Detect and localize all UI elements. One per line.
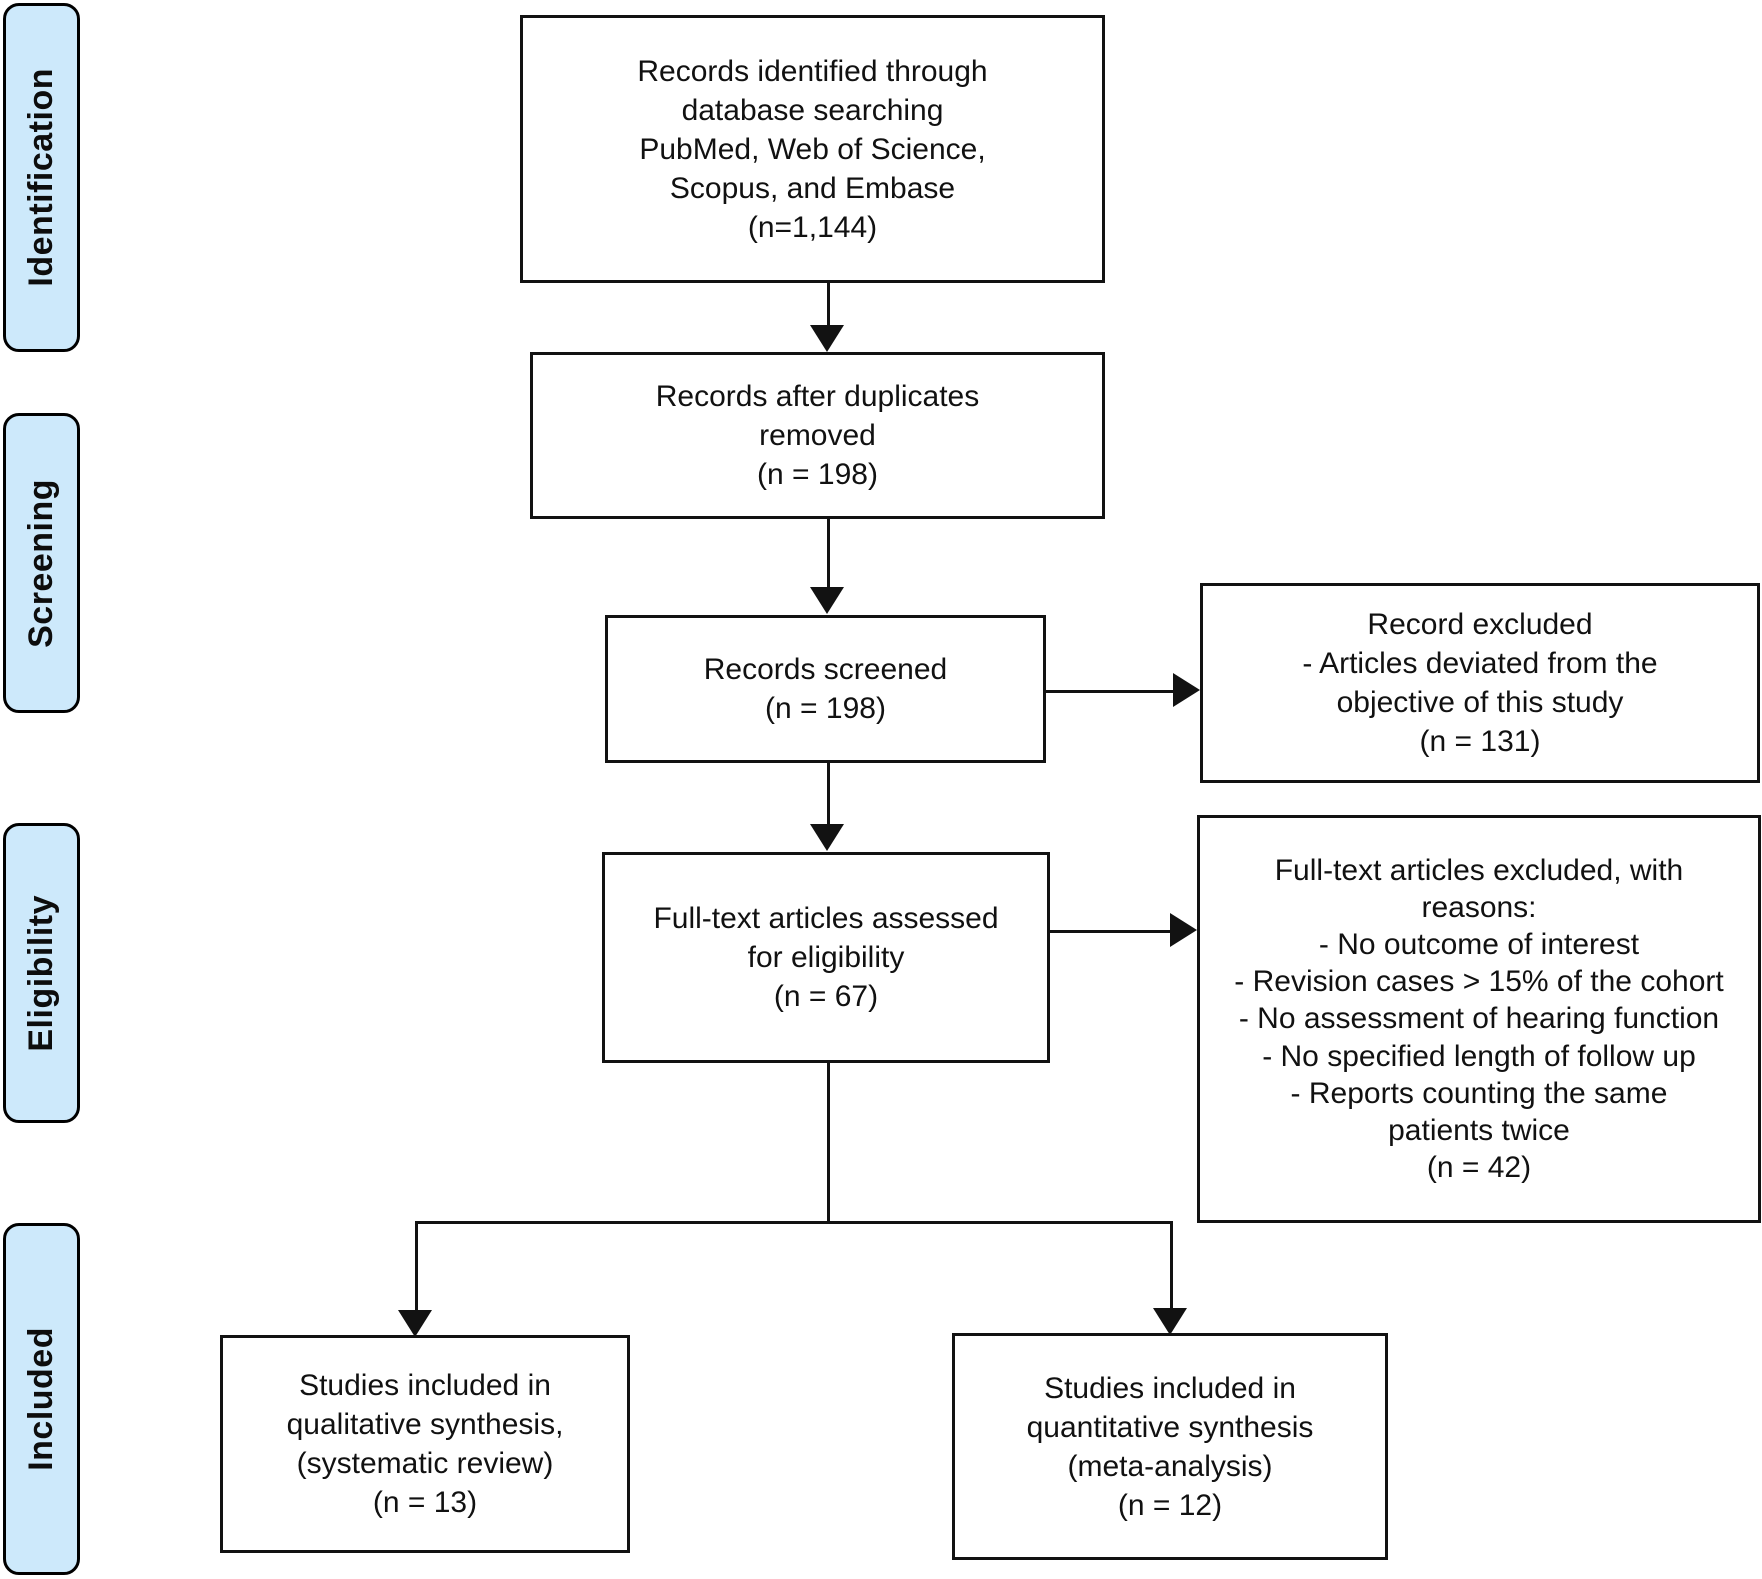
box-fulltext-assessed-text: Full-text articles assessed for eligibil… xyxy=(653,902,999,1013)
stage-label-screening: Screening xyxy=(22,478,60,648)
box-fulltext-excluded-text: Full-text articles excluded, with reason… xyxy=(1234,853,1724,1185)
stage-tab-included: Included xyxy=(3,1223,80,1575)
stage-label-identification: Identification xyxy=(22,68,60,287)
stage-tab-identification: Identification xyxy=(3,3,80,352)
box-qualitative-synthesis-text: Studies included in qualitative synthesi… xyxy=(286,1369,564,1519)
box-quantitative-synthesis-text: Studies included in quantitative synthes… xyxy=(1026,1371,1314,1522)
box-fulltext-excluded: Full-text articles excluded, with reason… xyxy=(1197,815,1761,1223)
connector-split-to-qualitative xyxy=(415,1221,418,1329)
connector-split-bus xyxy=(415,1221,1173,1224)
arrow-duplicates-to-screened xyxy=(810,587,844,614)
box-records-identified: Records identified through database sear… xyxy=(520,15,1105,283)
box-qualitative-synthesis: Studies included in qualitative synthesi… xyxy=(220,1335,630,1553)
stage-tab-screening: Screening xyxy=(3,413,80,713)
connector-screened-to-excluded xyxy=(1046,690,1174,693)
arrow-split-to-qualitative xyxy=(398,1310,432,1337)
box-quantitative-synthesis: Studies included in quantitative synthes… xyxy=(952,1333,1388,1560)
connector-identified-to-duplicates xyxy=(827,283,830,326)
arrow-fulltext-to-excluded xyxy=(1170,913,1197,947)
connector-screened-to-fulltext xyxy=(827,763,830,825)
arrow-screened-to-excluded xyxy=(1173,673,1200,707)
connector-split-to-quantitative xyxy=(1170,1221,1173,1329)
connector-fulltext-to-split xyxy=(827,1063,830,1223)
box-records-screened: Records screened (n = 198) xyxy=(605,615,1046,763)
arrow-identified-to-duplicates xyxy=(810,325,844,352)
stage-label-included: Included xyxy=(22,1327,60,1471)
box-fulltext-assessed: Full-text articles assessed for eligibil… xyxy=(602,852,1050,1063)
box-records-after-duplicates: Records after duplicates removed (n = 19… xyxy=(530,352,1105,519)
arrow-split-to-quantitative xyxy=(1153,1308,1187,1335)
box-records-excluded-text: Record excluded - Articles deviated from… xyxy=(1302,608,1658,758)
stage-label-eligibility: Eligibility xyxy=(22,894,60,1052)
connector-fulltext-to-excluded xyxy=(1050,930,1170,933)
box-records-after-duplicates-text: Records after duplicates removed (n = 19… xyxy=(655,380,980,491)
arrow-screened-to-fulltext xyxy=(810,824,844,851)
box-records-screened-text: Records screened (n = 198) xyxy=(703,653,948,725)
connector-duplicates-to-screened xyxy=(827,519,830,587)
box-records-identified-text: Records identified through database sear… xyxy=(637,54,988,244)
box-records-excluded: Record excluded - Articles deviated from… xyxy=(1200,583,1760,783)
stage-tab-eligibility: Eligibility xyxy=(3,823,80,1123)
